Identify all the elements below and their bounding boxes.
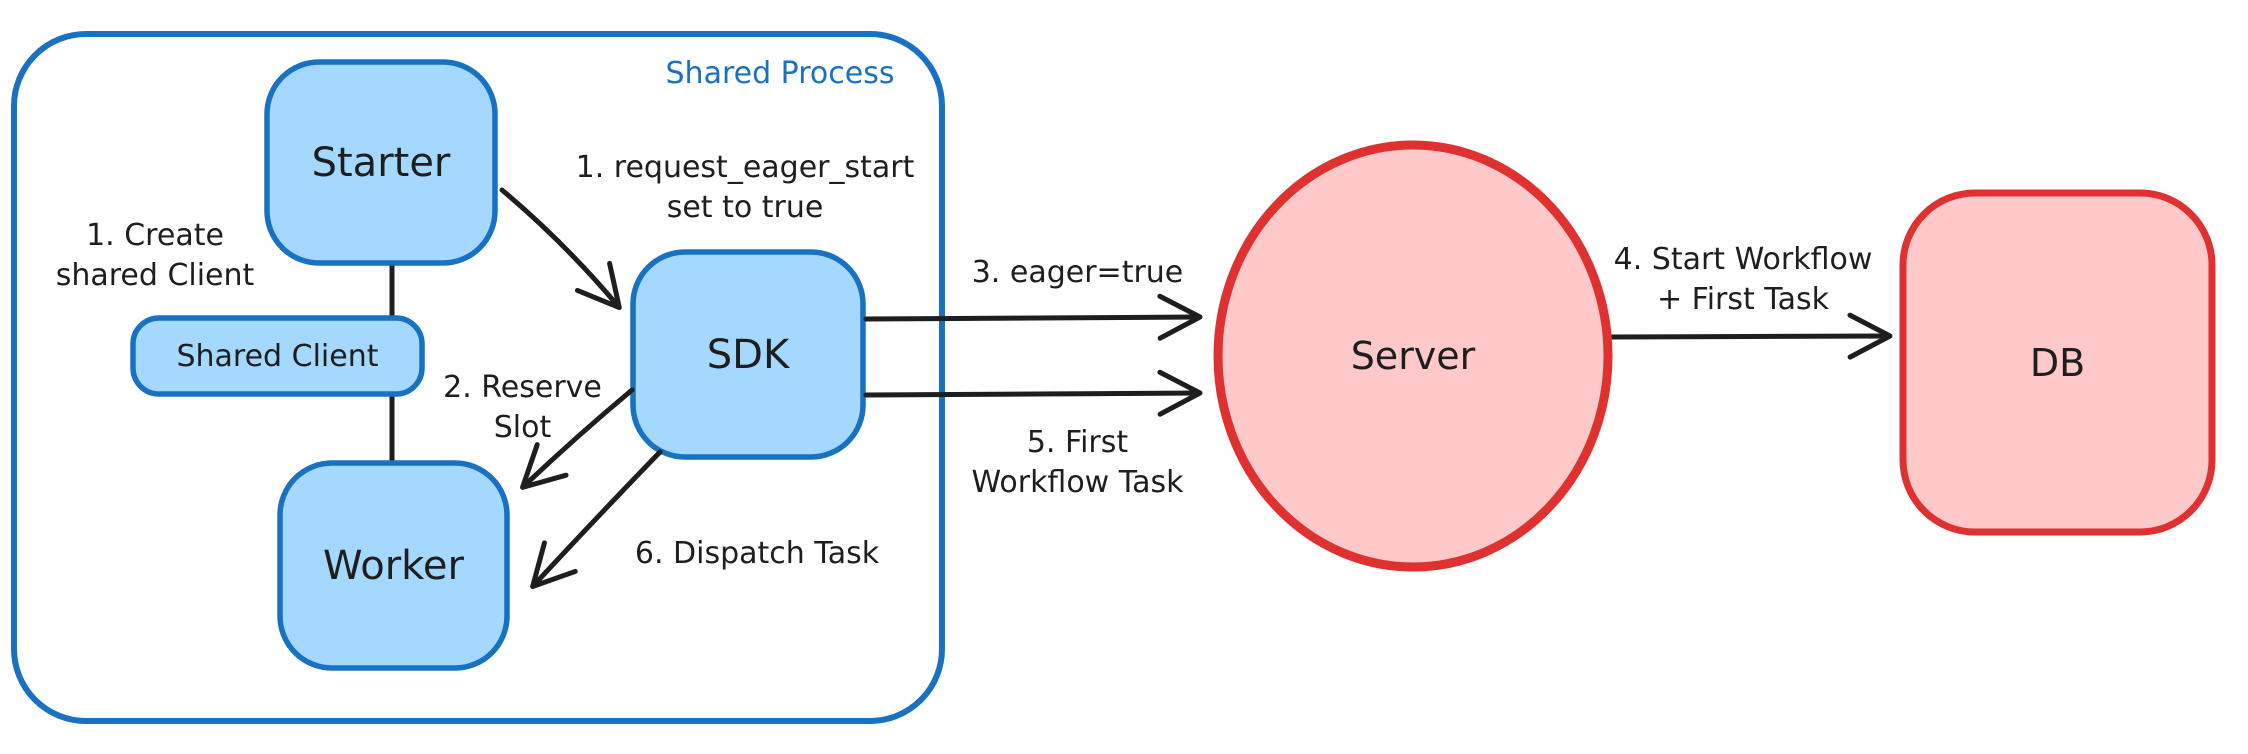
arrow-server-to-db xyxy=(1607,312,1893,360)
sdk-box xyxy=(630,249,866,460)
arrow-sdk-to-worker-reserve xyxy=(520,387,635,490)
starter-box xyxy=(264,59,498,266)
shared-process-frame xyxy=(11,31,945,724)
arrow-sdk-to-worker-dispatch xyxy=(530,449,663,589)
worker-box xyxy=(277,460,510,671)
db-box xyxy=(1899,189,2216,536)
arrow-starter-to-sdk xyxy=(499,187,622,311)
server-circle xyxy=(1213,140,1613,572)
shared-client-box xyxy=(130,315,425,397)
arrow-sdk-to-server-first-task xyxy=(863,369,1203,417)
arrow-sdk-to-server-eager xyxy=(863,293,1203,341)
